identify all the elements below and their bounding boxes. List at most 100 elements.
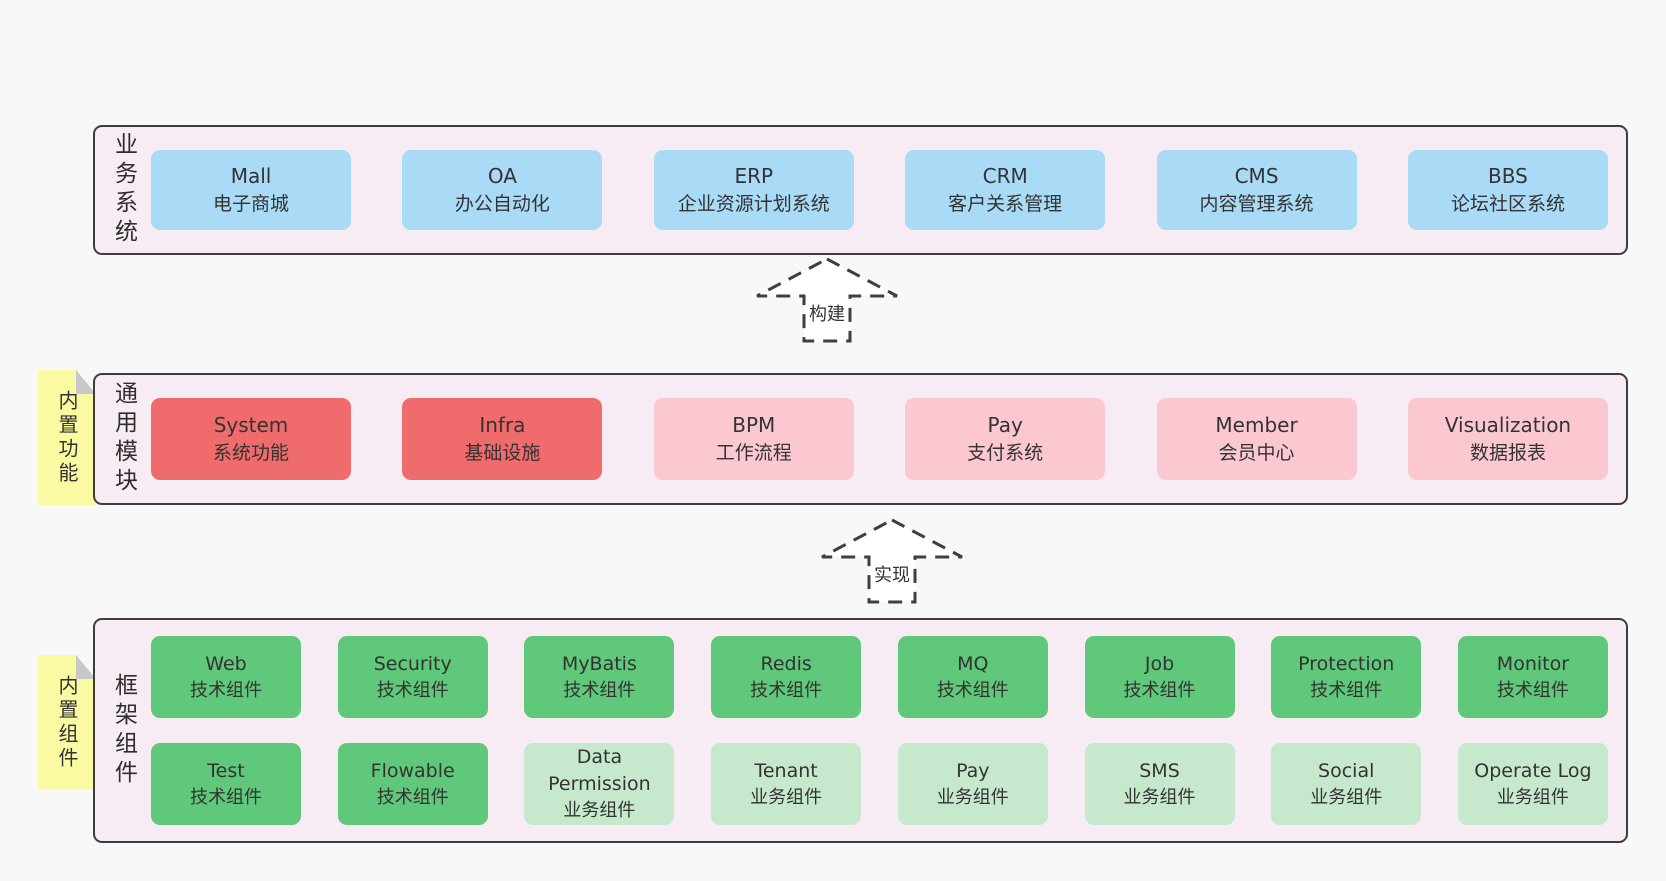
box-job: Job 技术组件 (1084, 636, 1235, 718)
sticky-note-built-in-components: 内置组件 (38, 655, 96, 790)
box-title: Social (1318, 759, 1375, 782)
box-subtitle: 工作流程 (715, 441, 792, 464)
business-boxes-row: Mall 电子商城 OA 办公自动化 ERP 企业资源计划系统 CRM 客户关系… (151, 127, 1626, 253)
implement-arrow: 实现 (819, 517, 965, 605)
box-subtitle: 业务组件 (563, 800, 636, 822)
box-redis: Redis 技术组件 (711, 636, 862, 718)
box-sms: SMS 业务组件 (1084, 743, 1235, 825)
box-title: OA (487, 164, 517, 189)
box-cms: CMS 内容管理系统 (1156, 150, 1357, 230)
box-tenant: Tenant 业务组件 (711, 743, 862, 825)
box-mybatis: MyBatis 技术组件 (524, 636, 675, 718)
box-crm: CRM 客户关系管理 (905, 150, 1106, 230)
box-title: CRM (982, 164, 1028, 189)
box-subtitle: 基础设施 (464, 441, 541, 464)
box-bpm: BPM 工作流程 (653, 398, 854, 480)
box-data-permission: Data Permission 业务组件 (524, 743, 675, 825)
box-subtitle: 技术组件 (376, 679, 449, 701)
box-subtitle: 会员中心 (1218, 441, 1295, 464)
box-web: Web 技术组件 (151, 636, 301, 718)
box-protection: Protection 技术组件 (1271, 636, 1422, 718)
box-subtitle: 技术组件 (190, 786, 262, 808)
box-social: Social 业务组件 (1271, 743, 1422, 825)
box-monitor: Monitor 技术组件 (1457, 636, 1608, 718)
box-pay: Pay 支付系统 (905, 398, 1106, 480)
box-subtitle: 技术组件 (563, 679, 636, 701)
box-subtitle: 技术组件 (750, 679, 823, 701)
build-arrow-label: 构建 (809, 300, 845, 326)
box-title: Infra (479, 413, 526, 438)
box-title: ERP (734, 164, 774, 189)
box-mq: MQ 技术组件 (897, 636, 1048, 718)
box-subtitle: 企业资源计划系统 (677, 192, 830, 215)
layer-label-framework-components: 框架组件 (110, 672, 137, 789)
box-subtitle: 客户关系管理 (948, 192, 1063, 215)
box-flowable: Flowable 技术组件 (337, 743, 488, 825)
box-pay-business: Pay 业务组件 (897, 743, 1048, 825)
box-system: System 系统功能 (151, 398, 351, 480)
box-title: Flowable (370, 759, 455, 782)
box-title: Redis (760, 652, 812, 675)
box-title: Member (1215, 413, 1298, 438)
layer-business-systems: 业务系统 Mall 电子商城 OA 办公自动化 ERP 企业资源计划系统 CRM… (93, 125, 1628, 255)
layer-label-business-systems: 业务系统 (110, 132, 137, 248)
box-subtitle: 业务组件 (936, 786, 1009, 808)
box-title: MQ (957, 652, 989, 675)
implement-arrow-label: 实现 (874, 561, 910, 587)
box-subtitle: 业务组件 (1123, 786, 1196, 808)
framework-row-2: Test 技术组件 Flowable 技术组件 Data Permission … (151, 743, 1608, 825)
sticky-note-label: 内置组件 (55, 674, 79, 771)
box-title: Pay (956, 759, 990, 782)
box-title: Operate Log (1474, 759, 1592, 782)
box-title: MyBatis (561, 652, 637, 675)
sticky-note-built-in-features: 内置功能 (38, 370, 96, 505)
box-title: Protection (1298, 652, 1395, 675)
box-operate-log: Operate Log 业务组件 (1457, 743, 1608, 825)
box-member: Member 会员中心 (1156, 398, 1357, 480)
layer-framework-components: 框架组件 Web 技术组件 Security 技术组件 MyBatis 技术组件… (93, 618, 1628, 843)
box-erp: ERP 企业资源计划系统 (653, 150, 854, 230)
box-subtitle: 办公自动化 (454, 192, 550, 215)
layer-label-common-modules: 通用模块 (110, 381, 137, 497)
box-security: Security 技术组件 (337, 636, 488, 718)
box-subtitle: 电子商城 (212, 192, 289, 215)
box-test: Test 技术组件 (151, 743, 301, 825)
box-mall: Mall 电子商城 (151, 150, 351, 230)
box-subtitle: 支付系统 (967, 441, 1044, 464)
box-title: Data Permission (548, 746, 651, 796)
box-title: Job (1144, 652, 1175, 675)
box-title: Tenant (754, 759, 818, 782)
box-visualization: Visualization 数据报表 (1407, 398, 1608, 480)
box-title: Visualization (1444, 413, 1572, 438)
box-title: Mall (230, 164, 272, 189)
box-subtitle: 论坛社区系统 (1450, 192, 1565, 215)
box-title: Monitor (1496, 652, 1570, 675)
box-subtitle: 技术组件 (190, 679, 262, 701)
box-title: Web (205, 652, 247, 675)
layer-common-modules: 通用模块 System 系统功能 Infra 基础设施 BPM 工作流程 Pay… (93, 373, 1628, 505)
box-subtitle: 业务组件 (1310, 786, 1383, 808)
box-subtitle: 技术组件 (1310, 679, 1383, 701)
box-subtitle: 系统功能 (212, 441, 289, 464)
build-arrow: 构建 (754, 256, 900, 344)
box-subtitle: 业务组件 (1496, 786, 1569, 808)
box-title: Pay (987, 413, 1023, 438)
box-title: BBS (1488, 164, 1528, 189)
box-title: SMS (1139, 759, 1180, 782)
box-subtitle: 技术组件 (1123, 679, 1196, 701)
box-title: CMS (1234, 164, 1279, 189)
box-title: Test (207, 759, 245, 782)
sticky-note-label: 内置功能 (55, 389, 79, 486)
box-subtitle: 技术组件 (936, 679, 1009, 701)
framework-row-1: Web 技术组件 Security 技术组件 MyBatis 技术组件 Redi… (151, 636, 1608, 718)
box-oa: OA 办公自动化 (402, 150, 603, 230)
box-infra: Infra 基础设施 (402, 398, 603, 480)
box-subtitle: 数据报表 (1469, 441, 1546, 464)
box-title: System (213, 413, 289, 438)
box-subtitle: 业务组件 (750, 786, 823, 808)
module-boxes-row: System 系统功能 Infra 基础设施 BPM 工作流程 Pay 支付系统… (151, 375, 1626, 503)
box-subtitle: 技术组件 (1496, 679, 1569, 701)
box-subtitle: 技术组件 (376, 786, 449, 808)
box-subtitle: 内容管理系统 (1199, 192, 1314, 215)
box-title: Security (373, 652, 452, 675)
